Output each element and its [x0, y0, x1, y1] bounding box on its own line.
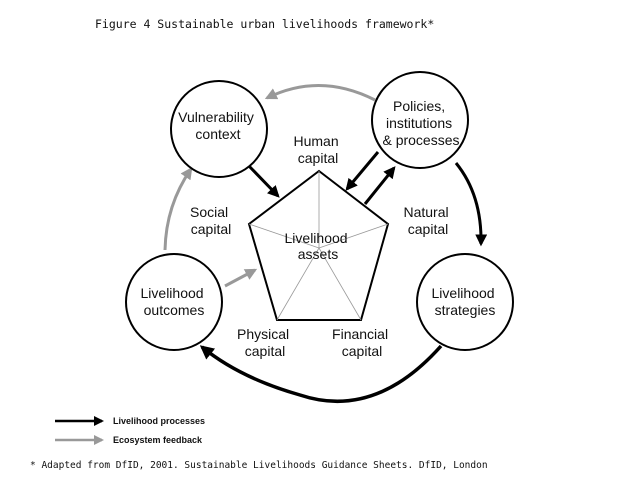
- human-capital-label: Human capital: [293, 133, 342, 166]
- legend-processes-label: Livelihood processes: [113, 416, 205, 426]
- feedback-arrow-outcomes-to-vulnerability: [163, 167, 193, 251]
- process-arrow-policies-to-strategies: [454, 162, 488, 247]
- vulnerability-label: Vulnerability context: [178, 109, 258, 142]
- physical-capital-label: Physical capital: [237, 326, 293, 359]
- process-arrow-policies-to-assets: [345, 151, 380, 191]
- outcomes-label: Livelihood outcomes: [141, 285, 208, 318]
- pentagon-spokes: [248, 171, 389, 321]
- financial-capital-label: Financial capital: [332, 326, 392, 359]
- outcomes-circle: [125, 253, 223, 351]
- strategies-circle: [416, 253, 514, 351]
- legend-feedback-label: Ecosystem feedback: [113, 435, 203, 445]
- vulnerability-circle: [170, 80, 268, 178]
- feedback-arrow-policies-to-vulnerability: [264, 84, 376, 102]
- policies-label: Policies, institutions & processes: [382, 98, 459, 148]
- natural-capital-label: Natural capital: [403, 204, 452, 237]
- assets-center-label: Livelihood assets: [285, 230, 352, 262]
- process-arrow-vulnerability-to-assets: [246, 163, 280, 198]
- figure-caption: Figure 4 Sustainable urban livelihoods f…: [95, 17, 434, 31]
- process-arrow-strategies-to-outcomes: [199, 344, 443, 404]
- feedback-arrow-outcomes-to-assets: [224, 268, 258, 288]
- policies-circle: [371, 71, 469, 169]
- strategies-label: Livelihood strategies: [432, 285, 499, 318]
- social-capital-label: Social capital: [190, 204, 232, 237]
- process-arrow-assets-to-policies: [363, 166, 396, 205]
- legend: Livelihood processes Ecosystem feedback: [55, 416, 205, 445]
- footnote: * Adapted from DfID, 2001. Sustainable L…: [30, 460, 488, 471]
- assets-pentagon: [247, 169, 390, 321]
